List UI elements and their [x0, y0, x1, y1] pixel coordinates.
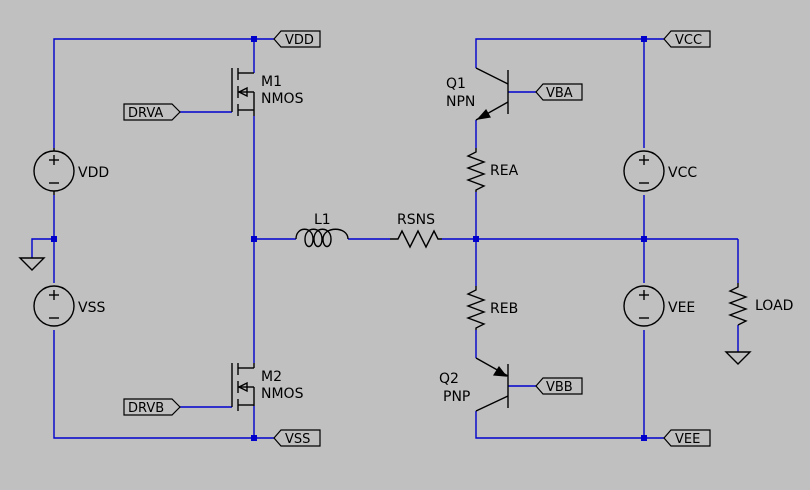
net-label-drva[interactable]: DRVA: [123, 103, 181, 121]
net-label-vee[interactable]: VEE: [663, 429, 711, 447]
net-label-vee-text: VEE: [675, 432, 700, 447]
load-label: LOAD: [755, 298, 793, 314]
vss-source-label: VSS: [78, 300, 105, 316]
resistor-load[interactable]: LOAD: [728, 283, 793, 326]
voltage-source-vee[interactable]: VEE: [623, 285, 695, 327]
ground-symbol-load: [724, 351, 752, 365]
q2-name: Q2: [439, 371, 459, 387]
npn-q1[interactable]: Q1 NPN: [446, 67, 509, 121]
resistor-rea[interactable]: REA: [466, 148, 519, 192]
net-label-vdd-text: VDD: [285, 33, 314, 48]
l1-label: L1: [314, 212, 331, 228]
vee-source-label: VEE: [668, 300, 695, 316]
net-label-vba-text: VBA: [546, 86, 573, 101]
wires: [31, 38, 739, 439]
q2-type: PNP: [443, 389, 470, 405]
voltage-source-vcc[interactable]: VCC: [623, 150, 697, 192]
net-label-vba[interactable]: VBA: [535, 83, 583, 101]
net-label-drvb-text: DRVB: [128, 401, 164, 416]
net-label-vbb-text: VBB: [546, 380, 573, 395]
pnp-q2[interactable]: Q2 PNP: [439, 357, 509, 412]
voltage-source-vdd[interactable]: VDD: [33, 148, 109, 195]
nmos-m2[interactable]: M2 NMOS: [231, 363, 304, 411]
q1-type: NPN: [446, 94, 475, 110]
junctions: [51, 36, 647, 441]
net-label-vcc-text: VCC: [675, 33, 702, 48]
net-label-drva-text: DRVA: [128, 106, 163, 121]
nmos-m1[interactable]: M1 NMOS: [231, 68, 304, 116]
ground-symbol-left: [18, 257, 46, 271]
net-label-vss-text: VSS: [285, 432, 310, 447]
m2-name: M2: [261, 369, 282, 385]
resistor-reb[interactable]: REB: [466, 286, 518, 330]
resistor-rsns[interactable]: RSNS: [390, 212, 442, 249]
net-label-vbb[interactable]: VBB: [535, 377, 583, 395]
net-label-drvb[interactable]: DRVB: [123, 398, 181, 416]
rea-label: REA: [490, 163, 519, 179]
net-label-vdd[interactable]: VDD: [273, 30, 321, 48]
vcc-source-label: VCC: [668, 165, 697, 181]
m2-type: NMOS: [261, 386, 304, 402]
net-label-vss[interactable]: VSS: [273, 429, 321, 447]
net-label-vcc[interactable]: VCC: [663, 30, 711, 48]
inductor-l1[interactable]: L1: [295, 212, 349, 248]
voltage-source-vss[interactable]: VSS: [33, 285, 105, 327]
reb-label: REB: [490, 301, 518, 317]
m1-type: NMOS: [261, 91, 304, 107]
vdd-source-label: VDD: [78, 165, 109, 181]
m1-name: M1: [261, 74, 282, 90]
rsns-label: RSNS: [397, 212, 435, 228]
q1-name: Q1: [446, 76, 466, 92]
